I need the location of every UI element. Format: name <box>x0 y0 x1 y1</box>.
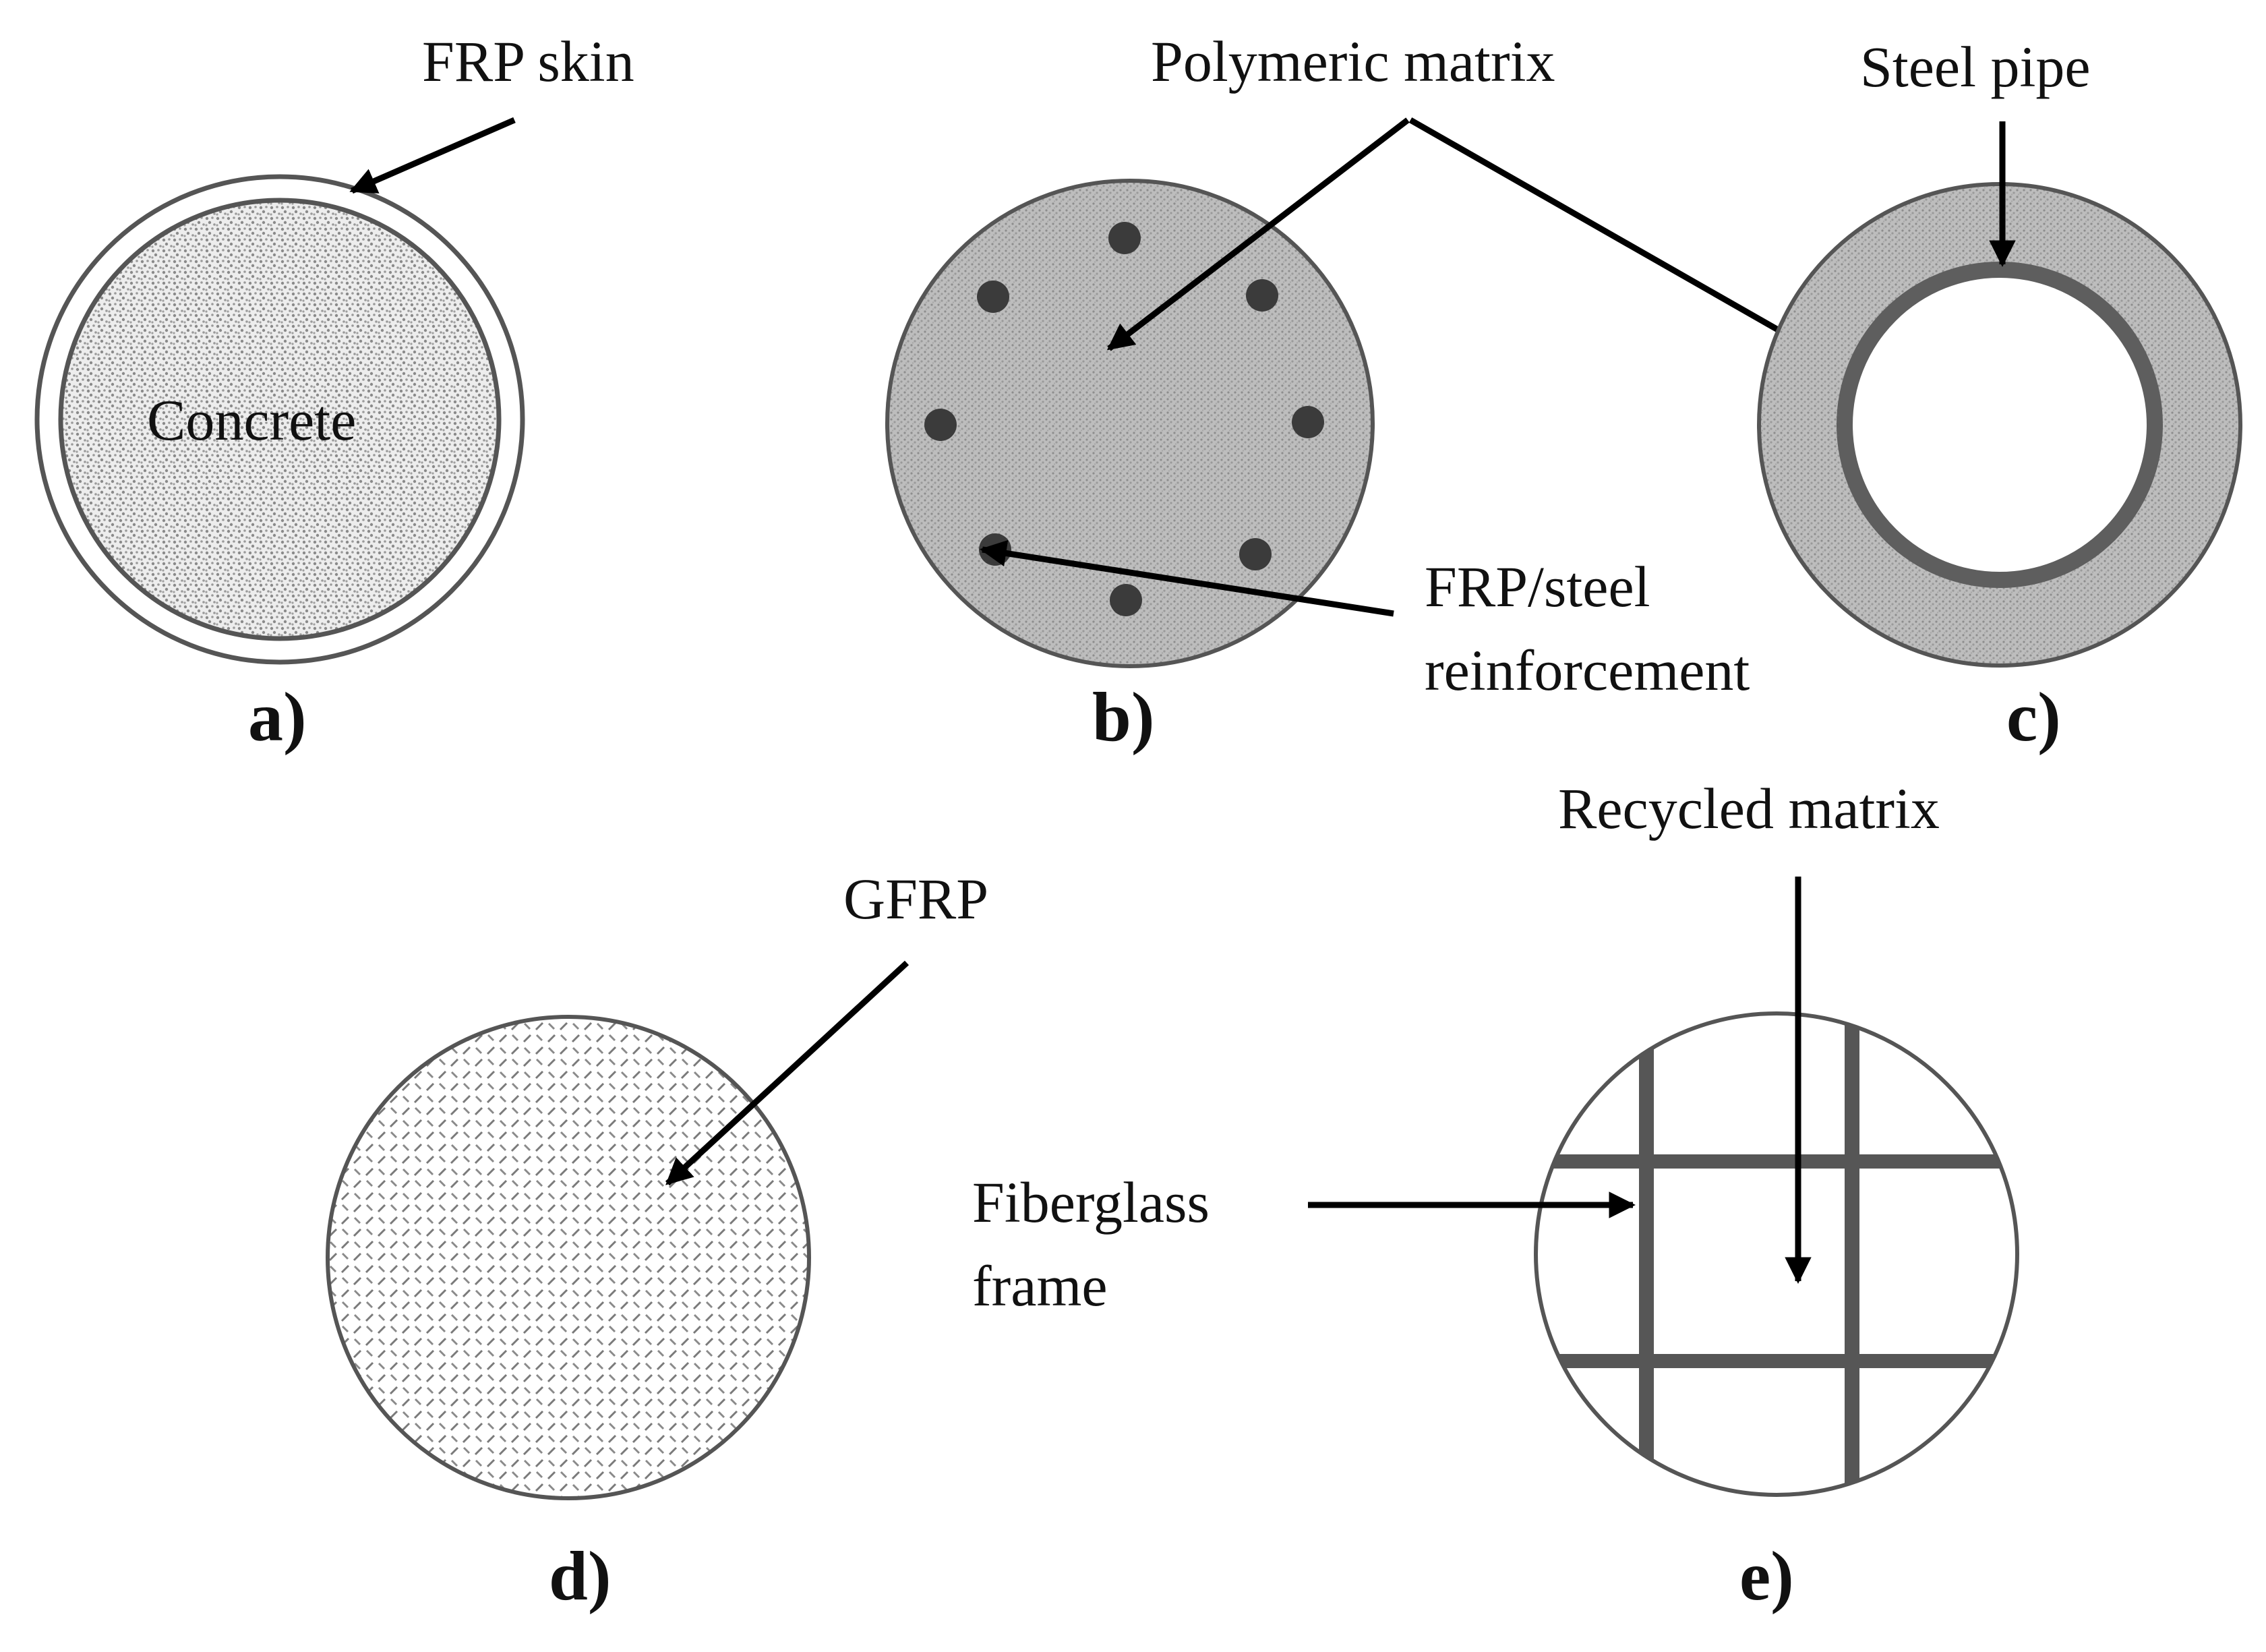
panel-a-label: a) <box>248 678 307 756</box>
panel-e-label: e) <box>1739 1537 1794 1615</box>
recycled-matrix-section <box>1536 1013 2017 1495</box>
gfrp-arrow-icon <box>665 960 910 1186</box>
frame-bar <box>1639 1013 1654 1495</box>
reinforcement-bar <box>1239 538 1272 570</box>
recycled-matrix-outline <box>1534 1011 2019 1497</box>
reinforcement-arrow-icon <box>980 539 1394 617</box>
reinforcement-bar <box>1108 222 1141 254</box>
steel-pipe <box>1837 262 2163 588</box>
fiberglass-label: Fiberglass <box>972 1170 1210 1235</box>
panel-c: Steel pipe c) <box>1757 34 2242 756</box>
panel-b: Polymeric matrix FRP/steel reinforcement… <box>885 29 1823 756</box>
reinforcement-label: reinforcement <box>1425 638 1750 703</box>
reinforcement-bar <box>1246 279 1278 312</box>
gfrp-label: GFRP <box>843 866 988 931</box>
panel-d: GFRP d) <box>326 866 988 1615</box>
panel-d-label: d) <box>549 1537 611 1615</box>
concrete-label: Concrete <box>147 388 356 452</box>
frame-bar <box>1536 1154 2017 1169</box>
polymeric-matrix-label: Polymeric matrix <box>1151 29 1555 94</box>
reinforcement-bar <box>1110 584 1142 616</box>
polymeric-matrix-arrow-icon <box>1408 117 1823 357</box>
concrete-core <box>58 198 502 641</box>
panel-a: FRP skin Concrete a) <box>34 29 634 756</box>
recycled-matrix-label: Recycled matrix <box>1558 776 1940 841</box>
frp-skin-arrow-icon <box>349 117 516 194</box>
polymeric-matrix-arrow-icon <box>1106 117 1410 351</box>
panel-e: Recycled matrix Fiberglass frame e) <box>972 776 2019 1615</box>
steel-pipe-label: Steel pipe <box>1860 34 2091 99</box>
frp-steel-label: FRP/steel <box>1425 554 1650 619</box>
gfrp-section <box>326 1015 811 1500</box>
reinforcement-bar <box>977 281 1009 313</box>
frame-bar <box>1536 1354 2017 1368</box>
reinforcement-bar <box>1292 406 1324 438</box>
frame-label: frame <box>972 1253 1108 1318</box>
frp-skin-label: FRP skin <box>422 29 634 94</box>
reinforcement-bar <box>924 409 957 441</box>
fiberglass-frame <box>1536 1013 2017 1495</box>
panel-b-label: b) <box>1092 678 1154 756</box>
frame-bar <box>1845 1013 1859 1495</box>
panel-c-label: c) <box>2006 678 2061 756</box>
